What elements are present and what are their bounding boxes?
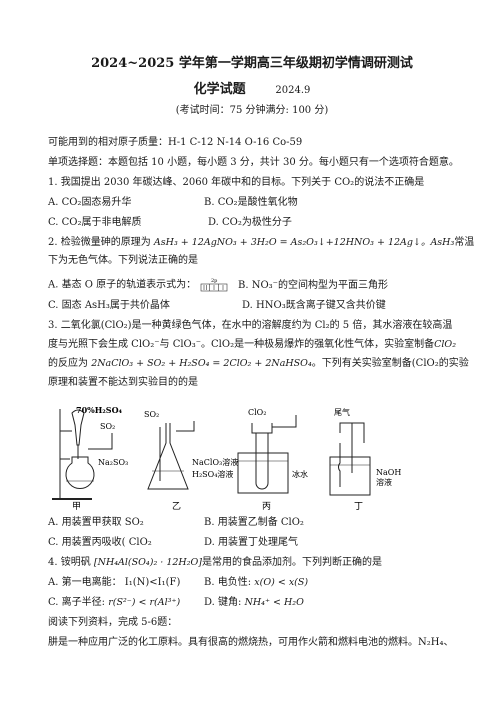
acid-label: 70%H₂SO₄	[76, 405, 123, 415]
apparatus-figure: 70%H₂SO₄ SO₂ Na₂SO₃ 甲 SO₂ NaClO₃溶液 H₂SO₄…	[52, 405, 401, 511]
clo2-label: ClO₂	[248, 408, 266, 417]
q1-option-a: A. CO₂固态易升华	[48, 197, 132, 208]
q3-line3-prefix: 的反应为	[48, 358, 88, 369]
q4-option-c-math: r(S²⁻) < r(Al³⁺)	[108, 597, 181, 608]
q4-option-b-math: x(O) < x(S)	[254, 577, 309, 588]
q3-line2-text: 度与光照下会生成 ClO₂⁻与 ClO₃⁻。ClO₂是一种极易爆炸的强氧化性气体…	[48, 339, 435, 350]
exam-title: 2024~2025 学年第一学期高三年级期初学情调研测试	[91, 56, 413, 71]
q2-option-d: D. HNO₃既含离子键又含共价键	[242, 300, 386, 311]
reading-text: 肼是一种应用广泛的化工原料。具有很高的燃烧热，可用作火箭和燃料电池的燃料。N₂H…	[48, 637, 454, 648]
q3-option-c: C. 用装置丙吸收( ClO₂	[48, 537, 152, 548]
q2-option-a-text: A. 基态 O 原子的轨道表示式为：	[48, 279, 197, 291]
q4-option-c: C. 离子半径: r(S²⁻) < r(Al³⁺)	[48, 596, 180, 610]
exam-date: 2024.9	[275, 85, 311, 96]
atomic-masses: 可能用到的相对原子质量：H-1 C-12 N-14 O-16 Co-59	[48, 137, 303, 148]
q4-option-d: D. 键角: NH₄⁺ < H₂O	[204, 596, 304, 610]
label-bing: 丙	[262, 501, 271, 511]
q4-stem-prefix: 4. 铵明矾	[48, 557, 91, 568]
q4-option-d-math: NH₄⁺ < H₂O	[244, 597, 304, 608]
exam-subtitle: 化学试题 2024.9	[0, 78, 504, 97]
q4-stem: 4. 铵明矾 [NH₄Al(SO₄)₂ · 12H₂O]是常用的食品添加剂。下列…	[48, 556, 382, 570]
label-ding: 丁	[354, 502, 363, 511]
q3-option-d: D. 用装置丁处理尾气	[204, 537, 299, 548]
instructions: 单项选择题：本题包括 10 小题，每小题 3 分，共计 30 分。每小题只有一个…	[48, 157, 459, 168]
q3-line4: 原理和装置不能达到实验目的的是	[48, 377, 198, 388]
label-yi: 乙	[172, 501, 181, 511]
na2so3-label: Na₂SO₃	[98, 458, 128, 467]
q4-formula: [NH₄Al(SO₄)₂ · 12H₂O]	[93, 557, 202, 568]
q3-option-a: A. 用装置甲获取 SO₂	[48, 517, 144, 528]
q4-option-a: A. 第一电离能： I₁(N)<I₁(F)	[48, 577, 181, 588]
q2-option-a: A. 基态 O 原子的轨道表示式为： 2p	[48, 277, 229, 293]
subject-title: 化学试题	[193, 82, 246, 97]
reading-intro: 阅读下列资料，完成 5-6题：	[48, 617, 178, 628]
q2-stem-suffix: 常温	[454, 237, 475, 248]
q4-option-b: B. 电负性: x(O) < x(S)	[204, 576, 308, 590]
q4-option-b-text: B. 电负性:	[204, 577, 252, 588]
so2-label-2: SO₂	[144, 410, 159, 419]
q3-line3: 的反应为 2NaClO₃ + SO₂ + H₂SO₄ = 2ClO₂ + 2Na…	[48, 357, 469, 371]
q2-stem-prefix: 2. 检验微量砷的原理为	[48, 237, 151, 248]
q2-option-b: B. NO₃⁻的空间构型为平面三角形	[238, 280, 388, 291]
tailgas-label: 尾气	[334, 407, 350, 417]
q4-option-d-text: D. 键角:	[204, 597, 242, 608]
q1-stem: 1. 我国提出 2030 年碳达峰、2060 年碳中和的目标。下列关于 CO₂的…	[48, 177, 425, 188]
q3-line3-suffix: 。下列有关实验室制备(ClO₂的实验	[311, 358, 469, 369]
naclo3-label: NaClO₃溶液	[192, 457, 238, 467]
q1-option-b: B. CO₂是酸性氧化物	[204, 197, 298, 208]
q2-option-c: C. 固态 AsH₃属于共价晶体	[48, 300, 170, 311]
q3-line2-math: ClO₂	[434, 339, 456, 350]
naoh-solution-label: 溶液	[376, 477, 392, 487]
q1-option-d: D. CO₂为极性分子	[208, 217, 292, 228]
q4-stem-suffix: 是常用的食品添加剂。下列判断正确的是	[202, 557, 382, 568]
icewater-label: 冰水	[292, 469, 308, 479]
so2-label-1: SO₂	[100, 422, 115, 431]
q2-stem: 2. 检验微量砷的原理为 AsH₃ + 12AgNO₃ + 3H₂O = As₂…	[48, 236, 474, 250]
q3-equation: 2NaClO₃ + SO₂ + H₂SO₄ = 2ClO₂ + 2NaHSO₄	[91, 358, 312, 369]
q2-stem-line2: 下为无色气体。下列说法正确的是	[48, 255, 198, 266]
q1-option-c: C. CO₂属于非电解质	[48, 217, 142, 228]
q3-option-b: B. 用装置乙制备 ClO₂	[204, 517, 304, 528]
q3-line2: 度与光照下会生成 ClO₂⁻与 ClO₃⁻。ClO₂是一种极易爆炸的强氧化性气体…	[48, 338, 456, 352]
orbital-diagram-icon: 2p	[201, 278, 228, 292]
label-jia: 甲	[72, 501, 81, 511]
q2-equation: AsH₃ + 12AgNO₃ + 3H₂O = As₂O₃↓+12HNO₃ + …	[153, 237, 455, 248]
orbital-label: 2p	[211, 278, 217, 284]
q4-option-c-text: C. 离子半径:	[48, 597, 106, 608]
q3-line1: 3. 二氧化氯(ClO₂)是一种黄绿色气体，在水中的溶解度约为 Cl₂的 5 倍…	[48, 320, 453, 331]
exam-info: (考试时间：75 分钟满分: 100 分)	[175, 105, 329, 116]
naoh-label: NaOH	[376, 468, 401, 477]
h2so4-label: H₂SO₄溶液	[192, 469, 233, 479]
